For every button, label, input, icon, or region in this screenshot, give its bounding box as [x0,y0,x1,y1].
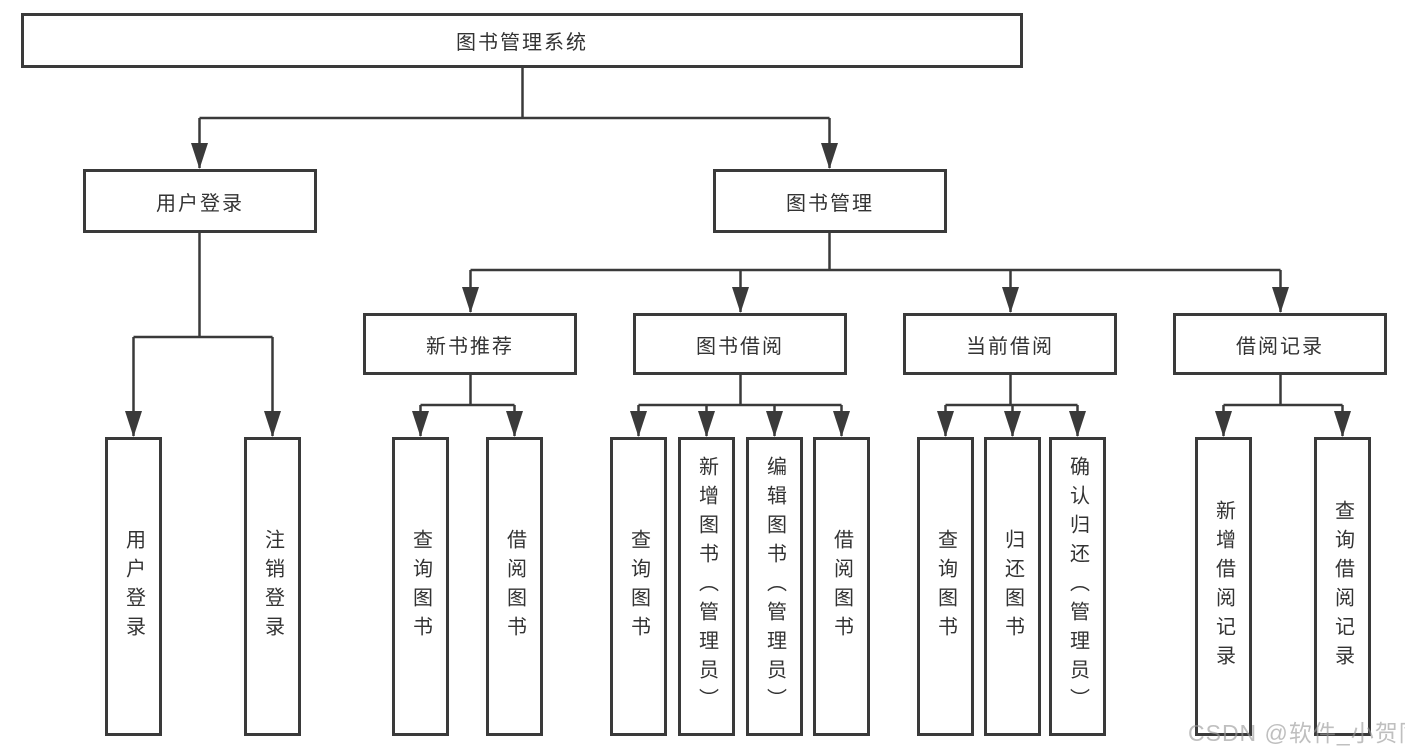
node-current-borrow: 当前借阅 [903,313,1117,375]
leaf-cb-query-books: 查询图书 [917,437,974,736]
leaf-user-login-label: 用户登录 [122,528,145,645]
leaf-br-add-record: 新增借阅记录 [1195,437,1252,736]
arrowhead-down-icon [833,411,850,437]
arrowhead-down-icon [698,411,715,437]
arrowhead-down-icon [264,411,281,437]
leaf-bb-add-books-admin-label: 新增图书（管理员） [695,456,718,717]
arrowhead-down-icon [1004,411,1021,437]
leaf-bb-add-books-admin: 新增图书（管理员） [678,437,735,736]
node-new-book-recommend: 新书推荐 [363,313,577,375]
leaf-cb-return-books-label: 归还图书 [1001,528,1024,645]
node-user-login-label: 用户登录 [156,192,244,215]
node-book-borrow: 图书借阅 [633,313,847,375]
arrowhead-down-icon [766,411,783,437]
leaf-bb-query-books: 查询图书 [610,437,667,736]
leaf-nbr-borrow-books-label: 借阅图书 [503,528,526,645]
arrowhead-down-icon [191,143,208,169]
leaf-cb-confirm-return-admin-label: 确认归还（管理员） [1066,456,1089,717]
arrowhead-down-icon [412,411,429,437]
node-book-borrow-label: 图书借阅 [696,335,784,358]
leaf-bb-edit-books-admin: 编辑图书（管理员） [746,437,803,736]
arrowhead-down-icon [1069,411,1086,437]
node-book-management: 图书管理 [713,169,947,233]
leaf-cb-confirm-return-admin: 确认归还（管理员） [1049,437,1106,736]
leaf-br-query-record: 查询借阅记录 [1314,437,1371,736]
leaf-nbr-borrow-books: 借阅图书 [486,437,543,736]
arrowhead-down-icon [821,143,838,169]
arrowhead-down-icon [1002,287,1019,313]
leaf-br-query-record-label: 查询借阅记录 [1331,499,1354,674]
arrowhead-down-icon [1334,411,1351,437]
leaf-cb-query-books-label: 查询图书 [934,528,957,645]
leaf-cb-return-books: 归还图书 [984,437,1041,736]
node-book-management-label: 图书管理 [786,192,874,215]
node-borrow-records-label: 借阅记录 [1236,335,1324,358]
leaf-bb-borrow-books-label: 借阅图书 [830,528,853,645]
leaf-bb-query-books-label: 查询图书 [627,528,650,645]
leaf-logout: 注销登录 [244,437,301,736]
arrowhead-down-icon [732,287,749,313]
arrowhead-down-icon [937,411,954,437]
node-new-book-recommend-label: 新书推荐 [426,335,514,358]
leaf-user-login: 用户登录 [105,437,162,736]
arrowhead-down-icon [462,287,479,313]
arrowhead-down-icon [1215,411,1232,437]
leaf-br-add-record-label: 新增借阅记录 [1212,499,1235,674]
leaf-logout-label: 注销登录 [261,528,284,645]
csdn-watermark: CSDN @软件_小贺同学 [1188,720,1405,746]
arrowhead-down-icon [630,411,647,437]
leaf-bb-borrow-books: 借阅图书 [813,437,870,736]
arrowhead-down-icon [1272,287,1289,313]
node-current-borrow-label: 当前借阅 [966,335,1054,358]
leaf-bb-edit-books-admin-label: 编辑图书（管理员） [763,456,786,717]
node-library-system: 图书管理系统 [21,13,1023,68]
arrowhead-down-icon [125,411,142,437]
arrowhead-down-icon [506,411,523,437]
leaf-nbr-query-books: 查询图书 [392,437,449,736]
leaf-nbr-query-books-label: 查询图书 [409,528,432,645]
node-library-system-label: 图书管理系统 [456,32,588,54]
node-borrow-records: 借阅记录 [1173,313,1387,375]
node-user-login: 用户登录 [83,169,317,233]
